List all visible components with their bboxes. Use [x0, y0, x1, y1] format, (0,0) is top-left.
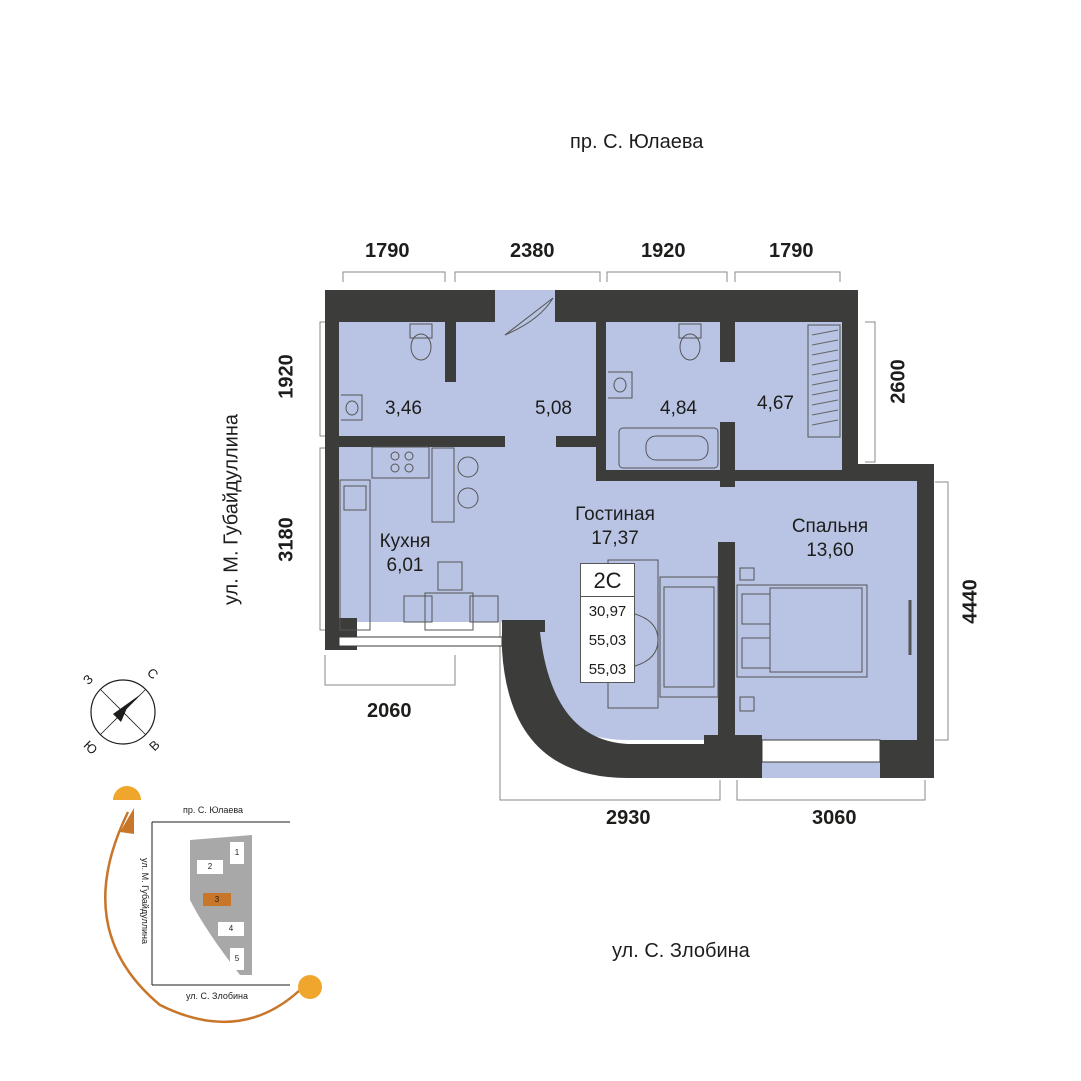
apartment-info-box: 2С 30,97 55,03 55,03 [580, 563, 635, 683]
sun-path-arrowhead [120, 808, 134, 834]
outer-walls [325, 290, 934, 778]
site-map-building-3: 3 [214, 895, 220, 904]
site-map-building-4: 4 [228, 924, 234, 933]
dimension-guides [319, 271, 949, 801]
sun-path-arc [104, 811, 301, 1023]
apartment-total-area-balcony: 55,03 [588, 661, 627, 678]
room-bedroom-label: Спальня 13,60 [780, 515, 880, 563]
dim-top-2: 2380 [510, 240, 555, 262]
street-north-label: пр. С. Юлаева [570, 131, 704, 153]
dim-top-3: 1920 [641, 240, 686, 262]
fixtures [339, 297, 912, 712]
dim-bottom-right: 3060 [812, 807, 857, 829]
dim-bottom-left: 2060 [367, 700, 412, 722]
apartment-type: 2С [581, 566, 634, 597]
wardrobe-hangers [811, 329, 839, 426]
room-hall-area: 5,08 [535, 398, 572, 419]
room-kitchen-label: Кухня 6,01 [360, 530, 450, 578]
site-map-west-street: ул. М. Губайдуллина [140, 858, 150, 944]
dim-top-1: 1790 [365, 240, 410, 262]
inner-walls [339, 322, 842, 735]
compass-rose [90, 679, 156, 745]
dim-bottom-mid: 2930 [606, 807, 651, 829]
site-map-building-5: 5 [234, 954, 240, 963]
room-living-name: Гостиная [575, 504, 655, 525]
site-map-north-street: пр. С. Юлаева [183, 805, 244, 815]
site-map-building-2: 2 [207, 862, 213, 871]
room-bedroom-name: Спальня [791, 516, 869, 537]
street-south-label: ул. С. Злобина [612, 940, 750, 962]
room-bath1-area: 3,46 [385, 398, 422, 419]
site-map-south-street: ул. С. Злобина [186, 991, 249, 1001]
room-bath2-area: 4,84 [660, 398, 697, 419]
room-wardrobe-area: 4,67 [757, 393, 794, 414]
windows [338, 636, 881, 763]
room-kitchen-name: Кухня [379, 531, 431, 552]
room-bedroom-area: 13,60 [806, 540, 854, 561]
site-map-buildings [197, 842, 244, 970]
apartment-living-area: 30,97 [588, 603, 627, 620]
site-map-building-1: 1 [234, 848, 240, 857]
room-living-area: 17,37 [591, 528, 639, 549]
floor-area [325, 290, 934, 778]
apartment-total-area: 55,03 [588, 632, 627, 649]
sun-icon-evening [298, 975, 322, 999]
sun-icon-morning [113, 786, 141, 800]
dim-top-4: 1790 [769, 240, 814, 262]
room-kitchen-area: 6,01 [386, 555, 424, 576]
room-living-label: Гостиная 17,37 [565, 503, 665, 551]
